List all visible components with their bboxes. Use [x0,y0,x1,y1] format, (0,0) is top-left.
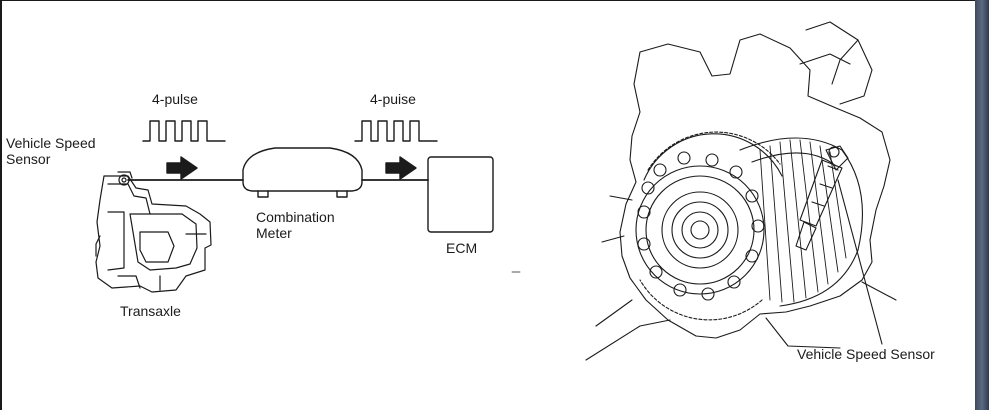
sensor-callout-leader [837,179,883,345]
pulse-waveform-2 [354,120,438,142]
vehicle-speed-sensor-callout: Vehicle Speed Sensor [797,346,935,362]
ecm-box [427,156,494,233]
window-edge [975,0,989,410]
transaxle-label: Transaxle [120,303,181,319]
transaxle-drawing [95,171,212,293]
combination-meter-label: Combination Meter [256,209,335,241]
signal-arrow-2 [385,156,417,180]
bolt-ring [637,151,765,301]
signal-arrow-1 [166,156,198,180]
transaxle-cutaway-drawing [585,21,897,361]
ecm-label: ECM [446,240,478,256]
combination-meter-shape [242,147,363,198]
pulse-waveform-1 [142,120,226,142]
vehicle-speed-sensor-label: Vehicle Speed Sensor [6,135,96,167]
pulse-label-1: 4-pulse [152,91,198,107]
pulse-label-2: 4-puise [370,91,416,107]
speed-sensor-unit [795,145,849,251]
